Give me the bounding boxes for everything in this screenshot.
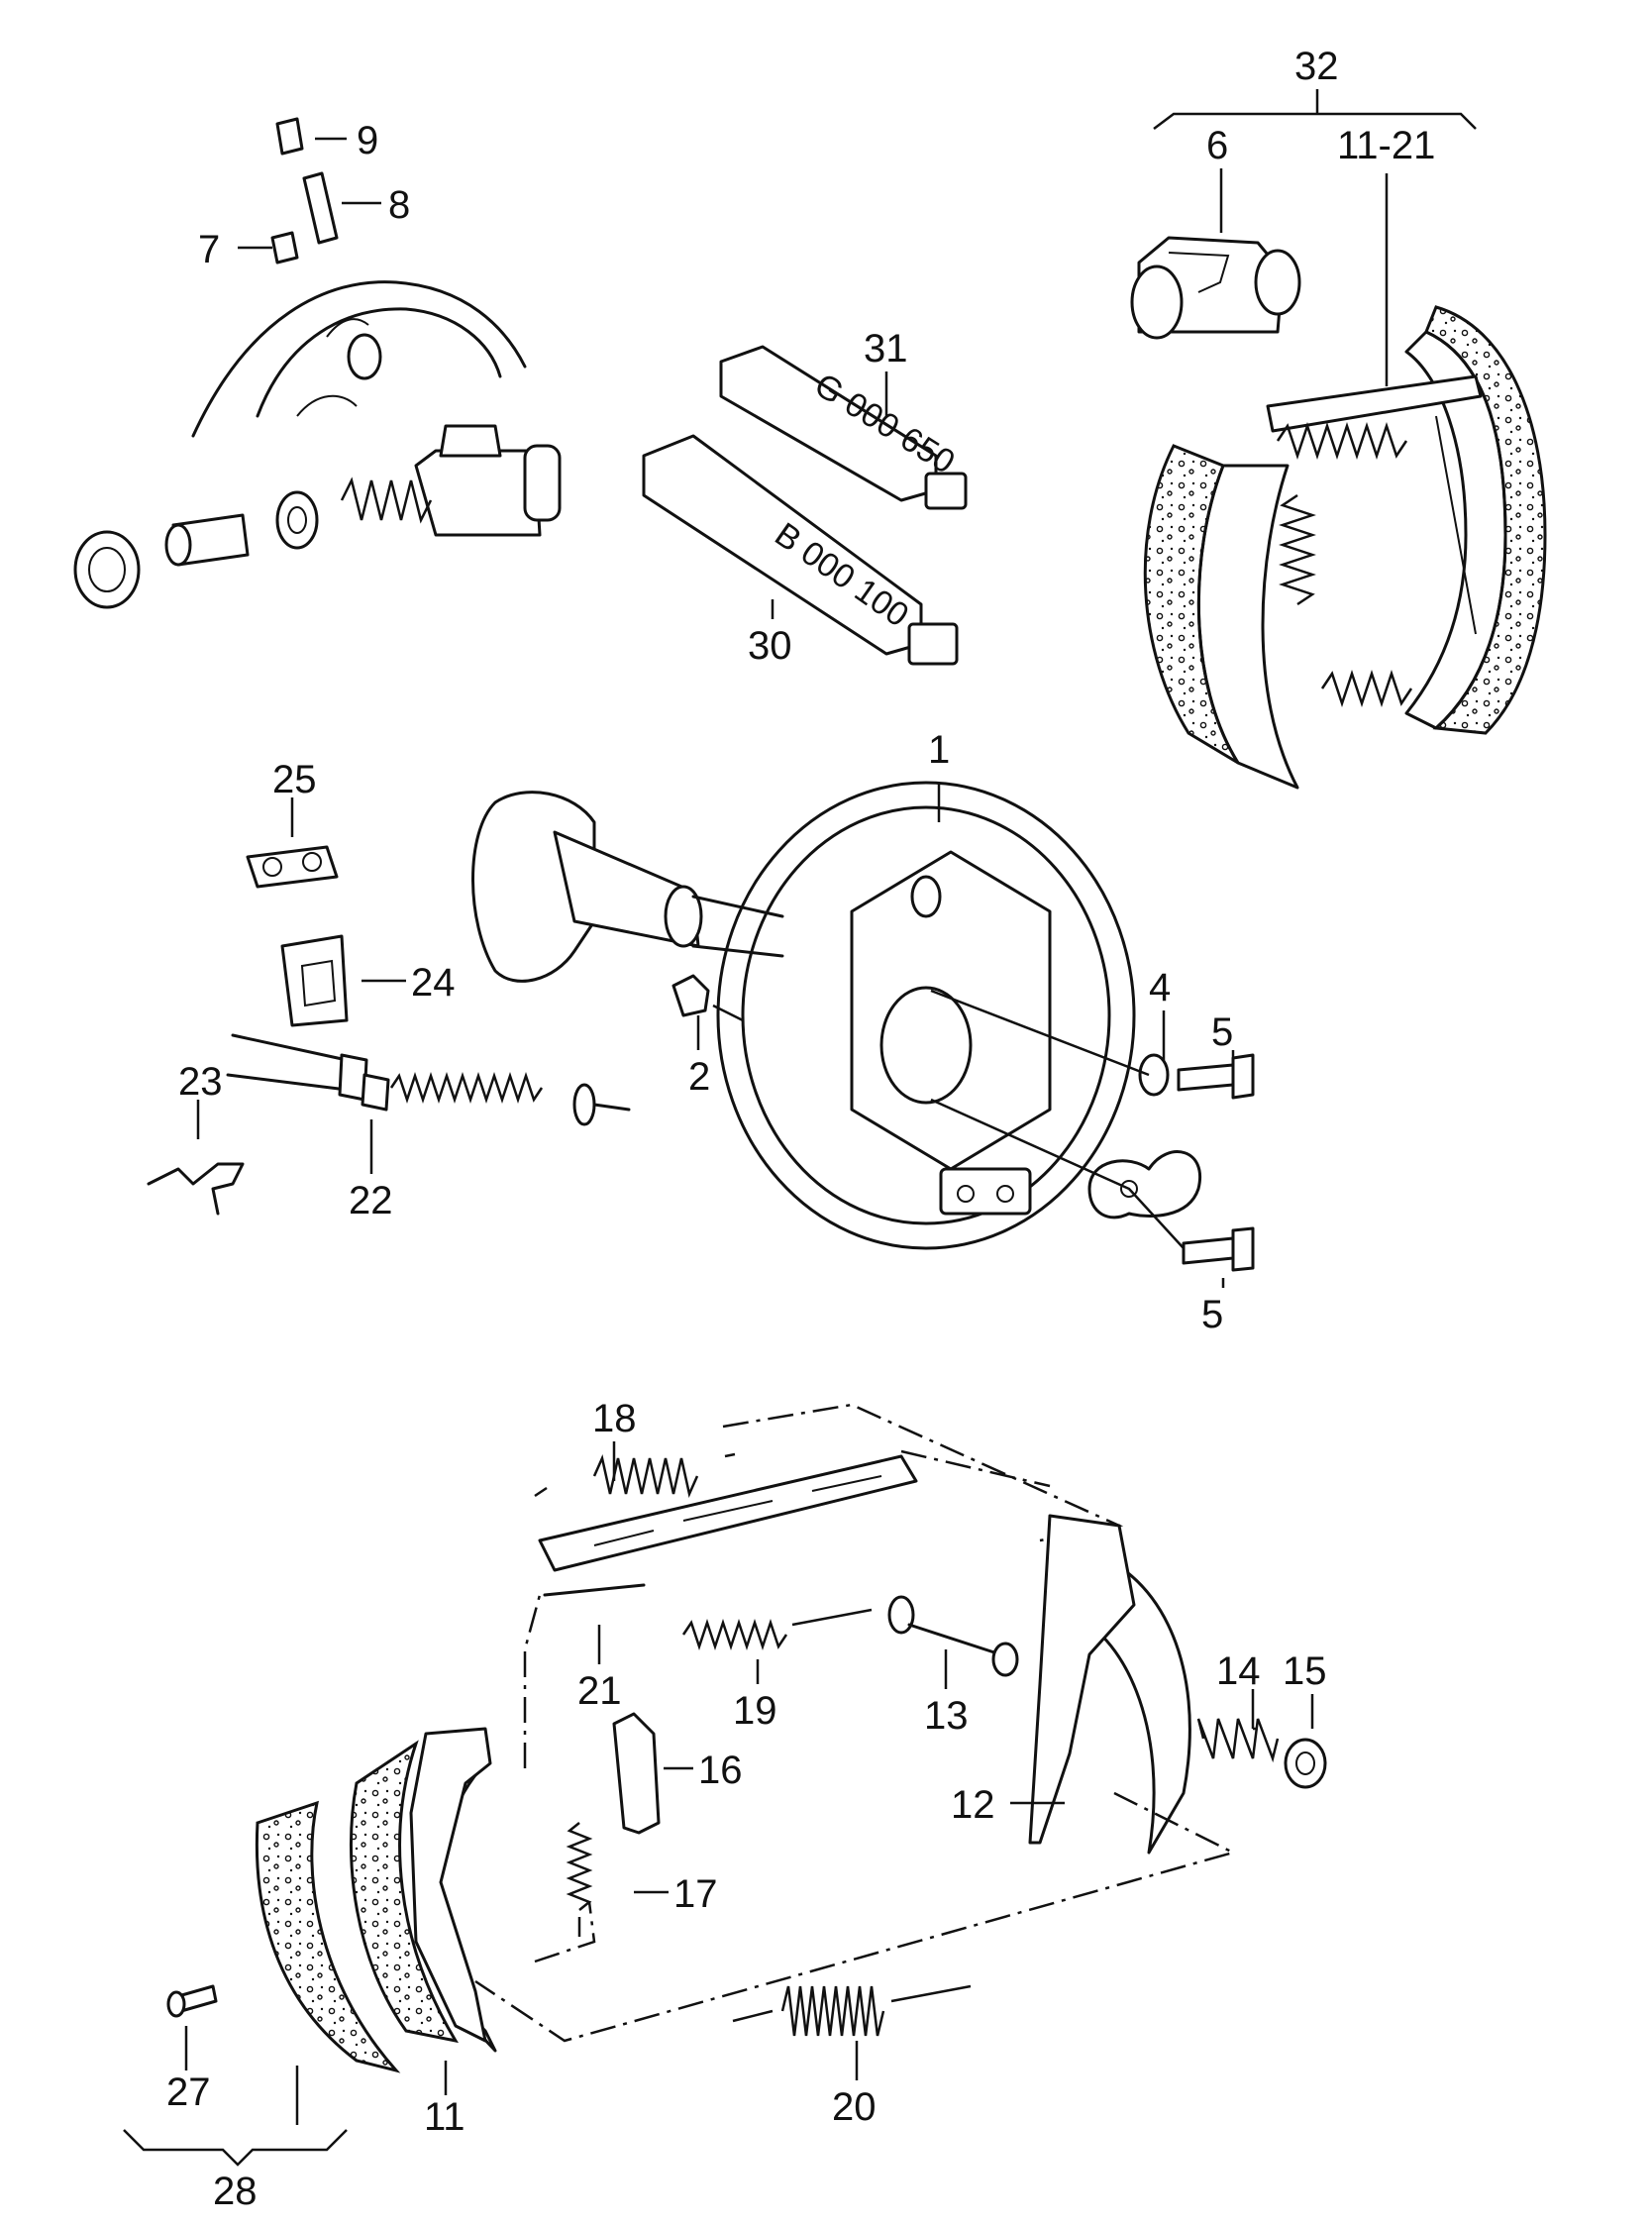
callout-5-lower: 5 — [1201, 1293, 1223, 1336]
brake-shoe-kit-group — [1130, 236, 1547, 790]
callout-11: 11 — [424, 2095, 465, 2139]
callout-19: 19 — [733, 1689, 777, 1733]
callout-7: 7 — [198, 228, 220, 271]
callout-27: 27 — [166, 2070, 211, 2114]
backing-plate-group — [471, 781, 1255, 1272]
callout-32: 32 — [1294, 45, 1339, 88]
callout-6: 6 — [1206, 124, 1228, 167]
callout-21: 21 — [577, 1669, 622, 1713]
callout-labels: 9 8 7 32 6 11-21 31 30 1 25 24 4 5 2 23 … — [166, 45, 1435, 2213]
callout-28: 28 — [213, 2170, 258, 2213]
callout-31: 31 — [864, 327, 908, 371]
callout-16: 16 — [698, 1749, 743, 1792]
callout-25: 25 — [272, 758, 317, 801]
callout-12: 12 — [951, 1783, 995, 1827]
callout-9: 9 — [357, 119, 378, 162]
callout-8: 8 — [388, 183, 410, 227]
callout-18: 18 — [592, 1397, 637, 1440]
callout-30: 30 — [748, 624, 792, 668]
callout-20: 20 — [832, 2085, 877, 2129]
callout-2: 2 — [688, 1055, 710, 1099]
callout-13: 13 — [924, 1694, 969, 1738]
handbrake-cable-group — [147, 845, 631, 1216]
wheel-cylinder-exploded-group — [73, 117, 562, 609]
callout-5-upper: 5 — [1211, 1010, 1233, 1054]
callout-4: 4 — [1149, 966, 1171, 1009]
shoe-assembly-exploded-group — [166, 1403, 1327, 2073]
leader-lines — [123, 89, 1477, 2167]
callout-17: 17 — [673, 1872, 718, 1916]
callout-23: 23 — [178, 1060, 223, 1104]
callout-14: 14 — [1216, 1649, 1261, 1693]
callout-22: 22 — [349, 1179, 393, 1222]
callout-24: 24 — [411, 961, 456, 1005]
grease-tubes-group: G 000 650 B 000 100 — [642, 345, 968, 666]
callout-11-21: 11-21 — [1337, 124, 1435, 167]
callout-1: 1 — [928, 728, 950, 772]
callout-15: 15 — [1283, 1649, 1327, 1693]
